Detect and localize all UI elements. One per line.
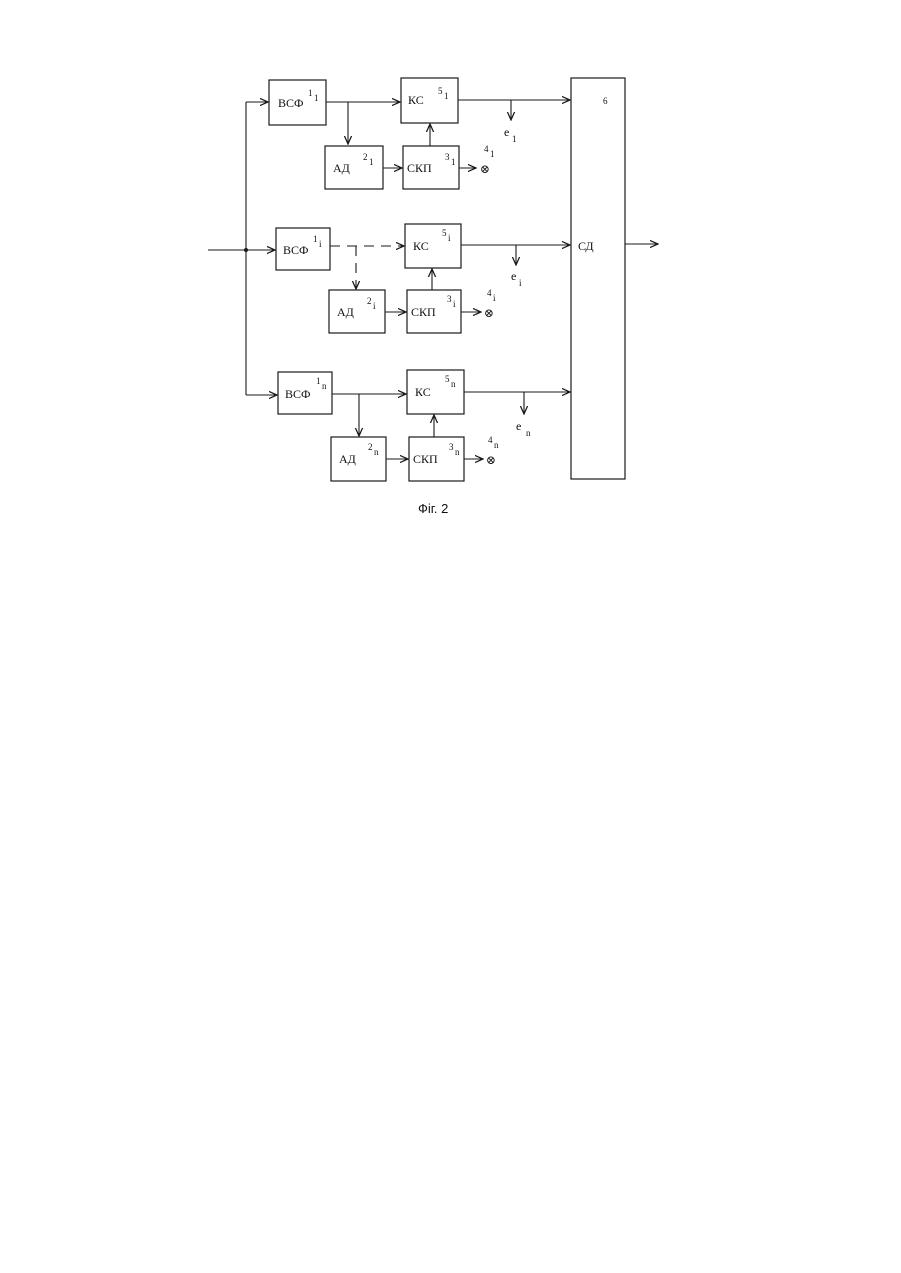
scp-num-i: 3 — [447, 294, 452, 304]
scp-num-n: 3 — [449, 442, 454, 452]
scp-sub-1: 1 — [451, 157, 456, 167]
detector-sub-n: n — [374, 447, 379, 457]
output-label-1: e — [504, 125, 509, 139]
comparator-label-i: КС — [413, 239, 429, 253]
lamp-sub-i: i — [493, 293, 496, 303]
comparator-sub-n: n — [451, 379, 456, 389]
comparator-num-1: 5 — [438, 86, 443, 96]
decoder-label: СД — [578, 239, 594, 253]
lamp-icon-i: ⊗ — [484, 306, 494, 320]
decoder-num: 6 — [603, 96, 608, 106]
filter-sub-1: 1 — [314, 93, 319, 103]
filter-num-n: 1 — [316, 376, 321, 386]
filter-num-1: 1 — [308, 88, 313, 98]
filter-label-1: ВСФ — [278, 96, 304, 110]
lamp-num-n: 4 — [488, 435, 493, 445]
scp-label-i: СКП — [411, 305, 436, 319]
scp-label-n: СКП — [413, 452, 438, 466]
detector-sub-i: i — [373, 301, 376, 311]
channel-row-i: ВСФ 1 i КС 5 i e i АД 2 i СКП 3 i ⊗ 4 i — [276, 224, 570, 333]
filter-sub-n: n — [322, 381, 327, 391]
input-bus — [208, 102, 277, 395]
lamp-sub-n: n — [494, 440, 499, 450]
channel-row-n: ВСФ 1 n КС 5 n e n АД 2 n СКП 3 n ⊗ 4 n — [278, 370, 570, 481]
detector-label-i: АД — [337, 305, 354, 319]
detector-label-1: АД — [333, 161, 350, 175]
figure-caption: Фіг. 2 — [418, 501, 448, 516]
detector-num-1: 2 — [363, 152, 368, 162]
output-label-i: e — [511, 269, 516, 283]
scp-sub-n: n — [455, 447, 460, 457]
filter-label-n: ВСФ — [285, 387, 311, 401]
output-sub-i: i — [519, 278, 522, 288]
comparator-num-i: 5 — [442, 228, 447, 238]
filter-label-i: ВСФ — [283, 243, 309, 257]
scp-sub-i: i — [453, 299, 456, 309]
output-sub-n: n — [526, 428, 531, 438]
detector-num-n: 2 — [368, 442, 373, 452]
output-sub-1: 1 — [512, 134, 517, 144]
lamp-num-1: 4 — [484, 144, 489, 154]
comparator-sub-1: 1 — [444, 91, 449, 101]
comparator-sub-i: i — [448, 233, 451, 243]
output-label-n: e — [516, 419, 521, 433]
lamp-sub-1: 1 — [490, 149, 495, 159]
lamp-icon-n: ⊗ — [486, 453, 496, 467]
comparator-num-n: 5 — [445, 374, 450, 384]
lamp-num-i: 4 — [487, 288, 492, 298]
lamp-icon-1: ⊗ — [480, 162, 490, 176]
channel-row-1: ВСФ 1 1 КС 5 1 e 1 АД 2 1 СКП 3 1 ⊗ 4 1 — [269, 78, 570, 189]
detector-sub-1: 1 — [369, 157, 374, 167]
detector-num-i: 2 — [367, 296, 372, 306]
decoder-rect — [571, 78, 625, 479]
decoder-block: СД 6 — [571, 78, 658, 479]
comparator-label-1: КС — [408, 93, 424, 107]
detector-label-n: АД — [339, 452, 356, 466]
scp-num-1: 3 — [445, 152, 450, 162]
filter-sub-i: i — [319, 239, 322, 249]
scp-label-1: СКП — [407, 161, 432, 175]
comparator-label-n: КС — [415, 385, 431, 399]
filter-num-i: 1 — [313, 234, 318, 244]
